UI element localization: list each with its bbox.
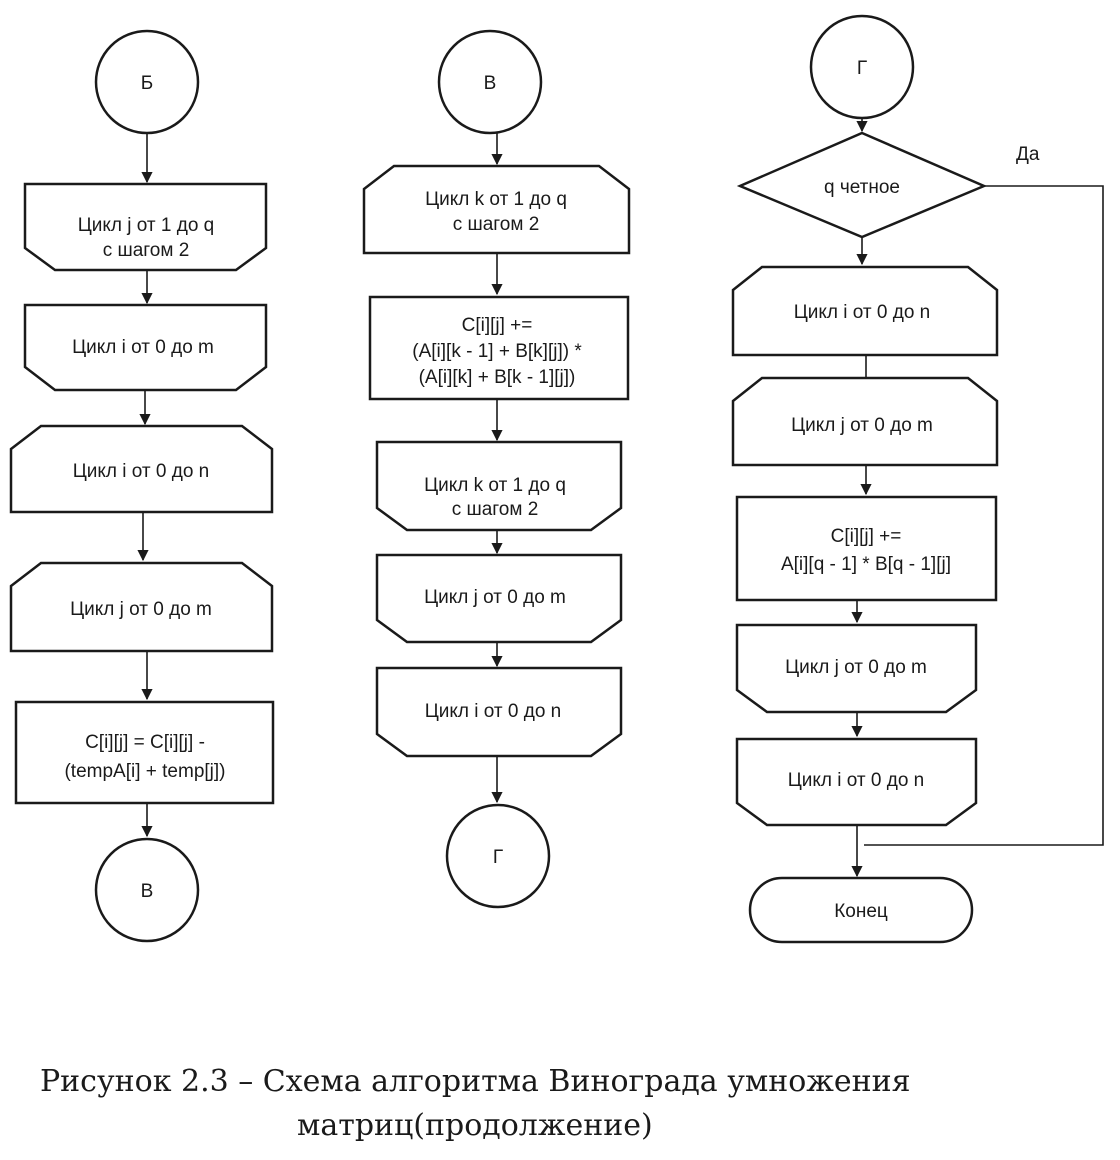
loop-label-line2: с шагом 2 [103, 240, 190, 261]
terminator-end: Конец [748, 876, 974, 944]
loop-label: Цикл j от 0 до m [785, 657, 927, 678]
decision-q-even: q четное [736, 131, 988, 239]
process-box: C[i][j] = C[i][j] - (tempA[i] + temp[j]) [14, 700, 275, 805]
loop-label: Цикл i от 0 до n [794, 302, 931, 323]
column-v: В Цикл k от 1 до q с шагом 2 C[i][j] += … [362, 29, 631, 909]
column-b: Б Цикл j от 1 до q с шагом 2 Цикл i от 0… [9, 29, 275, 943]
loop-label: Цикл i от 0 до n [73, 461, 210, 482]
figure-caption-line1: Рисунок 2.3 – Схема алгоритма Винограда … [40, 1064, 911, 1099]
connector-v-out: В [94, 837, 200, 943]
connector-v-label: В [141, 881, 154, 902]
process-line2: (tempA[i] + temp[j]) [64, 761, 225, 782]
connector-g-out: Г [445, 803, 551, 909]
loop-i-0-n-start: Цикл i от 0 до n [731, 265, 999, 357]
yes-branch-line [864, 185, 1104, 846]
connector-v-label: В [484, 73, 497, 94]
loop-k-start: Цикл k от 1 до q с шагом 2 [362, 164, 631, 255]
loop-label: Цикл j от 0 до m [424, 587, 566, 608]
column-g: Г q четное Да Цикл i от 0 до n Цикл j от [731, 14, 1104, 944]
connector-g: Г [809, 14, 915, 120]
loop-label-line2: с шагом 2 [452, 499, 539, 520]
loop-i-0-m-start: Цикл i от 0 до m [23, 303, 268, 392]
loop-j-0-m-start: Цикл j от 0 до m [9, 561, 274, 653]
loop-j-end: Цикл j от 0 до m [735, 623, 978, 714]
loop-label: Цикл i от 0 до m [72, 337, 214, 358]
loop-label: Цикл i от 0 до n [425, 701, 562, 722]
connector-g-label: Г [857, 58, 867, 79]
process-line3: (A[i][k] + B[k - 1][j]) [419, 367, 576, 388]
connector-v: В [437, 29, 543, 135]
loop-j-end: Цикл j от 0 до m [375, 553, 623, 644]
flowchart-diagram: Б Цикл j от 1 до q с шагом 2 Цикл i от 0… [9, 14, 1104, 944]
decision-label: q четное [824, 177, 900, 198]
loop-i-0-n-start: Цикл i от 0 до n [9, 424, 274, 514]
loop-label-line1: Цикл j от 1 до q [78, 215, 215, 236]
terminator-label: Конец [834, 901, 888, 922]
loop-k-end: Цикл k от 1 до q с шагом 2 [375, 440, 623, 532]
loop-label: Цикл j от 0 до m [791, 415, 933, 436]
connector-g-label: Г [493, 847, 503, 868]
figure-caption-line2: матриц(продолжение) [297, 1108, 653, 1143]
connector-b-label: Б [141, 73, 153, 94]
branch-label-yes: Да [1016, 144, 1040, 165]
loop-label-line1: Цикл k от 1 до q [424, 475, 566, 496]
process-box: C[i][j] += A[i][q - 1] * B[q - 1][j] [735, 495, 998, 602]
loop-label-line1: Цикл k от 1 до q [425, 189, 567, 210]
loop-i-end: Цикл i от 0 до n [375, 666, 623, 758]
process-line1: C[i][j] += [831, 526, 902, 547]
loop-i-end: Цикл i от 0 до n [735, 737, 978, 827]
process-line1: C[i][j] += [462, 315, 533, 336]
loop-label: Цикл i от 0 до n [788, 770, 925, 791]
connector-b: Б [94, 29, 200, 135]
process-line2: (A[i][k - 1] + B[k][j]) * [412, 341, 582, 362]
loop-j-1-q-step2-start: Цикл j от 1 до q с шагом 2 [23, 182, 268, 272]
loop-label: Цикл j от 0 до m [70, 599, 212, 620]
process-line2: A[i][q - 1] * B[q - 1][j] [781, 554, 951, 575]
process-box: C[i][j] += (A[i][k - 1] + B[k][j]) * (A[… [368, 295, 630, 401]
process-line1: C[i][j] = C[i][j] - [85, 732, 205, 753]
loop-label-line2: с шагом 2 [453, 214, 540, 235]
loop-j-0-m-start: Цикл j от 0 до m [731, 376, 999, 467]
